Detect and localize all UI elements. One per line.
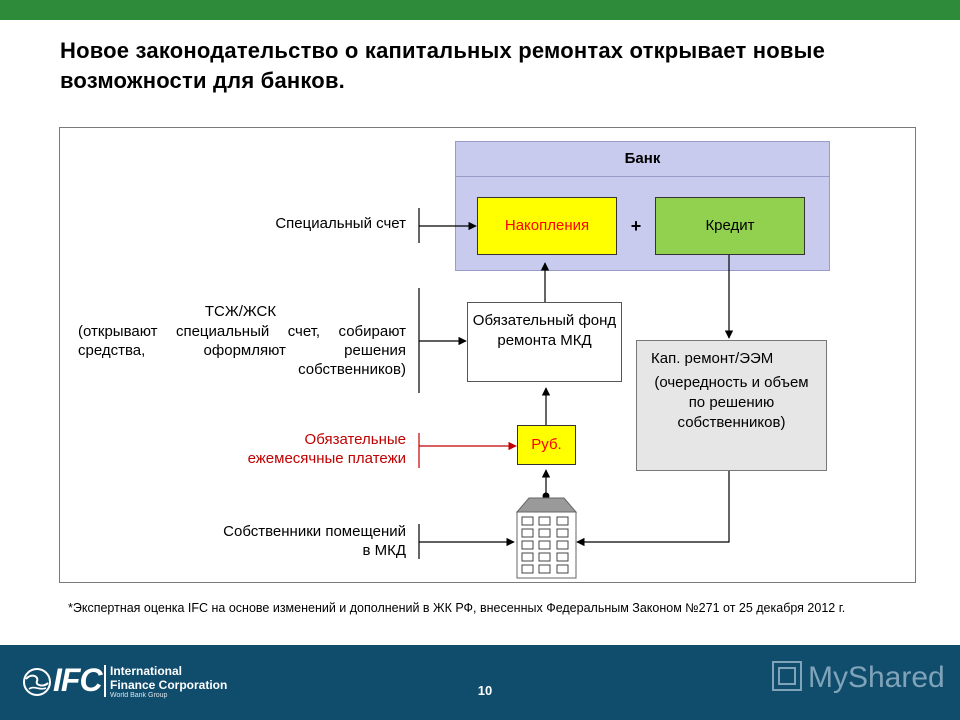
ifc-logo-line3: World Bank Group (110, 692, 168, 699)
label-owners: Собственники помещений в МКД (223, 523, 406, 559)
ifc-globe-icon (23, 668, 51, 696)
capital-repair-description: (очередность и объем по решению собствен… (654, 374, 809, 431)
bank-title: Банк (456, 142, 829, 177)
page-number: 10 (477, 683, 493, 698)
slide-title: Новое законодательство о капитальных рем… (60, 38, 826, 93)
watermark: MyShared (808, 661, 945, 694)
savings-box: Накопления (477, 197, 617, 255)
footer-bar: IFC International Finance Corporation Wo… (0, 645, 960, 720)
logo-divider (104, 665, 106, 697)
ifc-logo-line2: Finance Corporation (110, 678, 228, 692)
label-special-account: Специальный счет (275, 215, 406, 232)
repair-fund-box: Обязательный фонд ремонта МКД (467, 302, 622, 382)
top-accent-bar (0, 0, 960, 20)
capital-repair-box: Кап. ремонт/ЭЭМ (очередность и объем по … (636, 340, 827, 471)
rub-box: Руб. (517, 425, 576, 465)
ifc-logo-line1: International (110, 664, 183, 678)
label-tszh-title: ТСЖ/ЖСК (204, 303, 277, 320)
footnote: *Экспертная оценка IFC на основе изменен… (68, 601, 846, 615)
credit-box: Кредит (655, 197, 805, 255)
label-mandatory-payments: Обязательные ежемесячные платежи (247, 431, 406, 467)
ifc-logo-letters: IFC (53, 662, 103, 698)
capital-repair-title: Кап. ремонт/ЭЭМ (651, 350, 774, 367)
plus-sign: + (630, 216, 642, 236)
diagram-frame (59, 127, 916, 583)
watermark-icon (772, 661, 802, 691)
repair-fund-label: Обязательный фонд ремонта МКД (472, 312, 617, 349)
label-tszh-description: (открывают специальный счет, собирают ср… (78, 323, 406, 378)
